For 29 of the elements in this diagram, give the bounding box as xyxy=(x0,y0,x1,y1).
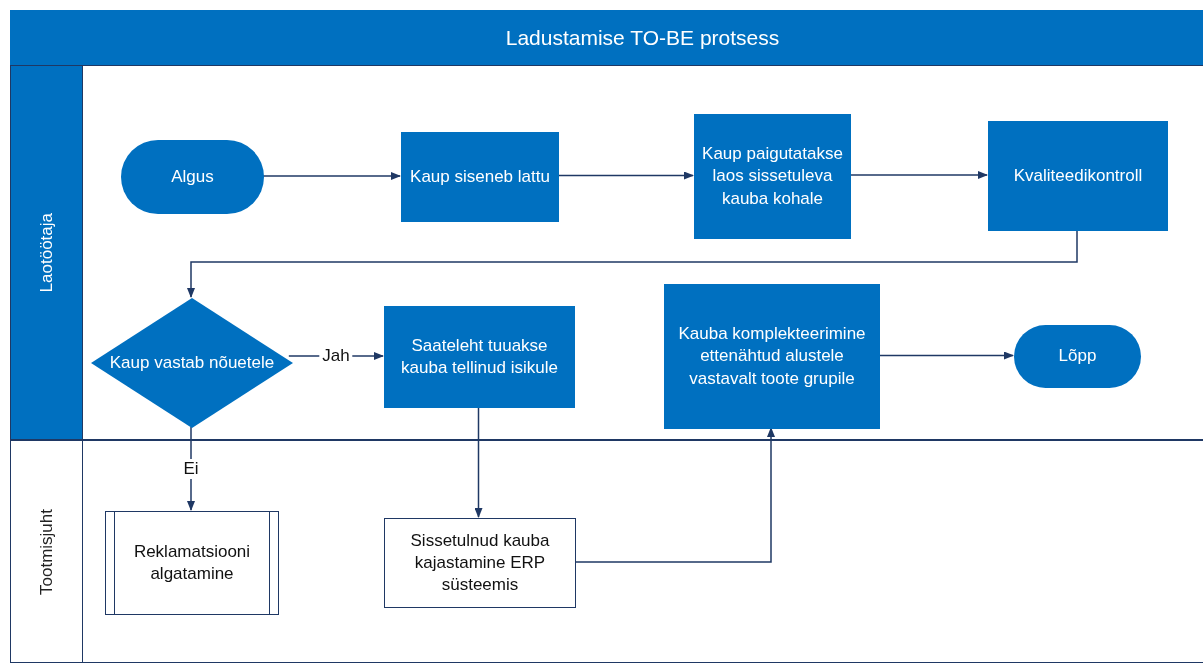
node-label: Kaup vastab nõuetele xyxy=(109,351,275,374)
arrow xyxy=(474,406,483,518)
process-box xyxy=(384,306,575,408)
arrow xyxy=(878,351,1014,360)
node-label: Lõpp xyxy=(1058,345,1097,368)
process-box xyxy=(384,518,576,608)
arrow xyxy=(574,427,775,563)
node-label: Saateleht tuuakse kauba tellinud isikule xyxy=(400,334,559,379)
process-box xyxy=(401,132,559,222)
predefined-process-box xyxy=(105,511,279,615)
arrow xyxy=(557,171,694,180)
arrow xyxy=(187,426,195,511)
decision-diamond xyxy=(91,298,293,428)
lane-label: Tootmisjuht xyxy=(36,508,57,595)
node-label: Reklamatsiooni algatamine xyxy=(132,540,252,585)
process-box xyxy=(988,121,1168,231)
node-label: Sissetulnud kauba kajastamine ERP süsteemis xyxy=(409,529,551,597)
arrow xyxy=(849,171,988,179)
node-label: Algus xyxy=(171,165,214,188)
node-label: Kauba komplekteerimine ettenähtud alustele vastavalt toote grupile xyxy=(677,323,867,390)
process-box xyxy=(694,114,851,239)
node-label: Kaup paigutatakse laos sissetuleva kauba kohale xyxy=(701,143,844,210)
title: Ladustamise TO-BE protsess xyxy=(505,25,780,50)
arrow xyxy=(187,229,1078,298)
node-label: Kaup siseneb lattu xyxy=(410,165,550,188)
lane-label: Laotöötaja xyxy=(36,212,57,293)
node-label: Kvaliteedikontroll xyxy=(1013,164,1143,187)
arrow xyxy=(262,172,401,180)
process-box xyxy=(664,284,880,429)
